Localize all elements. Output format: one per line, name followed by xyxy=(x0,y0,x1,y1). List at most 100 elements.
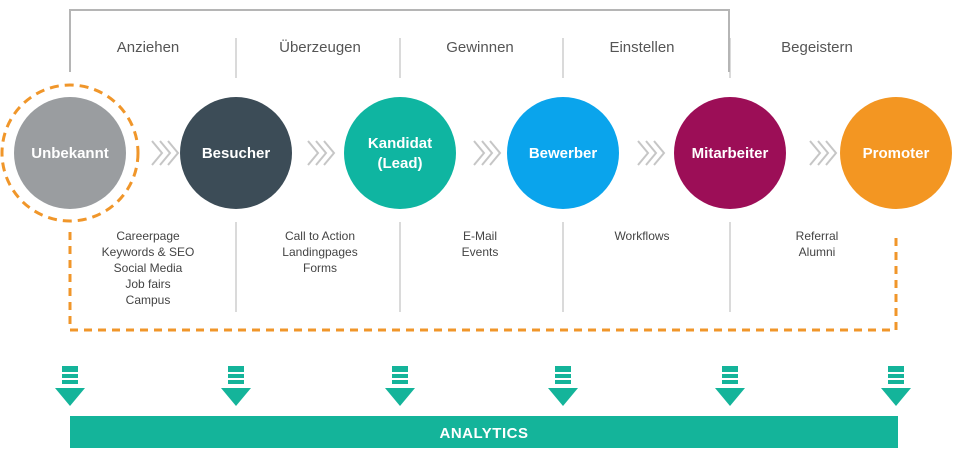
arrow-stripe xyxy=(722,380,738,384)
chevron-stroke xyxy=(817,140,830,166)
tactic-item: Forms xyxy=(303,261,337,275)
persona-label: Promoter xyxy=(863,145,930,162)
chevron-icon-2 xyxy=(307,140,336,166)
chevron-stroke xyxy=(645,140,658,166)
persona-circle xyxy=(344,97,456,209)
arrow-stripe xyxy=(722,374,738,378)
persona-label: Bewerber xyxy=(529,145,598,162)
tactic-item: Events xyxy=(462,245,499,259)
persona-circle xyxy=(840,97,952,209)
chevron-icon-4 xyxy=(637,140,666,166)
tactic-list-4: Workflows xyxy=(614,229,669,243)
down-arrows xyxy=(55,366,911,406)
arrow-stripe xyxy=(62,374,78,378)
down-arrow-icon-1 xyxy=(55,366,85,406)
arrow-stripe xyxy=(392,374,408,378)
tactic-item: Job fairs xyxy=(125,277,170,291)
arrow-stripe xyxy=(228,380,244,384)
arrow-stripe xyxy=(555,374,571,378)
arrow-stripe xyxy=(228,374,244,378)
tactic-item: Careerpage xyxy=(116,229,180,243)
chevron-icon-1 xyxy=(151,140,180,166)
stage-label-3: Gewinnen xyxy=(446,39,514,56)
tactic-item: Call to Action xyxy=(285,229,355,243)
arrow-stripe xyxy=(392,380,408,384)
persona-circle xyxy=(14,97,126,209)
tactic-item: Referral xyxy=(796,229,839,243)
chevron-stroke xyxy=(167,140,180,166)
persona-circles: Unbekannt Besucher Kandidat (Lead) Bewerber M… xyxy=(0,83,952,223)
tactic-item: Landingpages xyxy=(282,245,357,259)
dashed-loop-line xyxy=(68,232,898,332)
arrow-head xyxy=(221,388,251,406)
chevron-stroke xyxy=(323,140,336,166)
stage-label-4: Einstellen xyxy=(609,39,674,56)
chevron-connectors xyxy=(151,140,838,166)
chevron-stroke xyxy=(473,140,486,166)
arrow-stripe xyxy=(555,366,571,372)
top-bracket xyxy=(69,9,730,72)
persona-5: Mitarbeiter xyxy=(674,97,786,209)
chevron-stroke xyxy=(489,140,502,166)
stage-label-5: Begeistern xyxy=(781,39,853,56)
arrow-stripe xyxy=(392,366,408,372)
stage-label-1: Anziehen xyxy=(117,39,180,56)
bracket-line xyxy=(69,9,730,72)
persona-6: Promoter xyxy=(840,97,952,209)
arrow-stripe xyxy=(62,366,78,372)
stage-dividers xyxy=(235,38,731,312)
chevron-icon-3 xyxy=(473,140,502,166)
arrow-stripe xyxy=(888,380,904,384)
arrow-head xyxy=(385,388,415,406)
arrow-head xyxy=(881,388,911,406)
persona-1: Unbekannt xyxy=(0,83,140,223)
persona-2: Besucher xyxy=(180,97,292,209)
chevron-stroke xyxy=(307,140,320,166)
persona-3: Kandidat (Lead) xyxy=(344,97,456,209)
arrow-head xyxy=(55,388,85,406)
tactic-item: Workflows xyxy=(614,229,669,243)
tactic-item: Campus xyxy=(126,293,171,307)
chevron-icon-5 xyxy=(809,140,838,166)
tactic-item: Social Media xyxy=(114,261,183,275)
chevron-stroke xyxy=(481,140,494,166)
persona-label: (Lead) xyxy=(378,155,423,172)
persona-label: Unbekannt xyxy=(31,145,109,162)
arrow-stripe xyxy=(888,366,904,372)
down-arrow-icon-6 xyxy=(881,366,911,406)
persona-label: Kandidat xyxy=(368,135,432,152)
down-arrow-icon-2 xyxy=(221,366,251,406)
analytics-label: ANALYTICS xyxy=(440,425,529,442)
chevron-stroke xyxy=(825,140,838,166)
arrow-stripe xyxy=(228,366,244,372)
tactic-item: E-Mail xyxy=(463,229,497,243)
persona-circle xyxy=(674,97,786,209)
chevron-stroke xyxy=(653,140,666,166)
stage-label-2: Überzeugen xyxy=(279,38,361,56)
down-arrow-icon-4 xyxy=(548,366,578,406)
down-arrow-icon-5 xyxy=(715,366,745,406)
chevron-stroke xyxy=(159,140,172,166)
down-arrow-icon-3 xyxy=(385,366,415,406)
persona-label: Besucher xyxy=(202,145,271,162)
tactic-item: Alumni xyxy=(799,245,836,259)
tactic-item: Keywords & SEO xyxy=(102,245,195,259)
stage-labels: Anziehen Überzeugen Gewinnen Einstellen Bege… xyxy=(117,38,853,56)
arrow-stripe xyxy=(62,380,78,384)
analytics-bar: ANALYTICS xyxy=(70,416,898,448)
chevron-stroke xyxy=(315,140,328,166)
dashed-feedback-path xyxy=(68,232,898,332)
persona-4: Bewerber xyxy=(507,97,619,209)
persona-circle xyxy=(507,97,619,209)
persona-label: Mitarbeiter xyxy=(692,145,769,162)
arrow-head xyxy=(548,388,578,406)
arrow-stripe xyxy=(888,374,904,378)
arrow-head xyxy=(715,388,745,406)
analytics-bar-fill xyxy=(70,416,898,448)
